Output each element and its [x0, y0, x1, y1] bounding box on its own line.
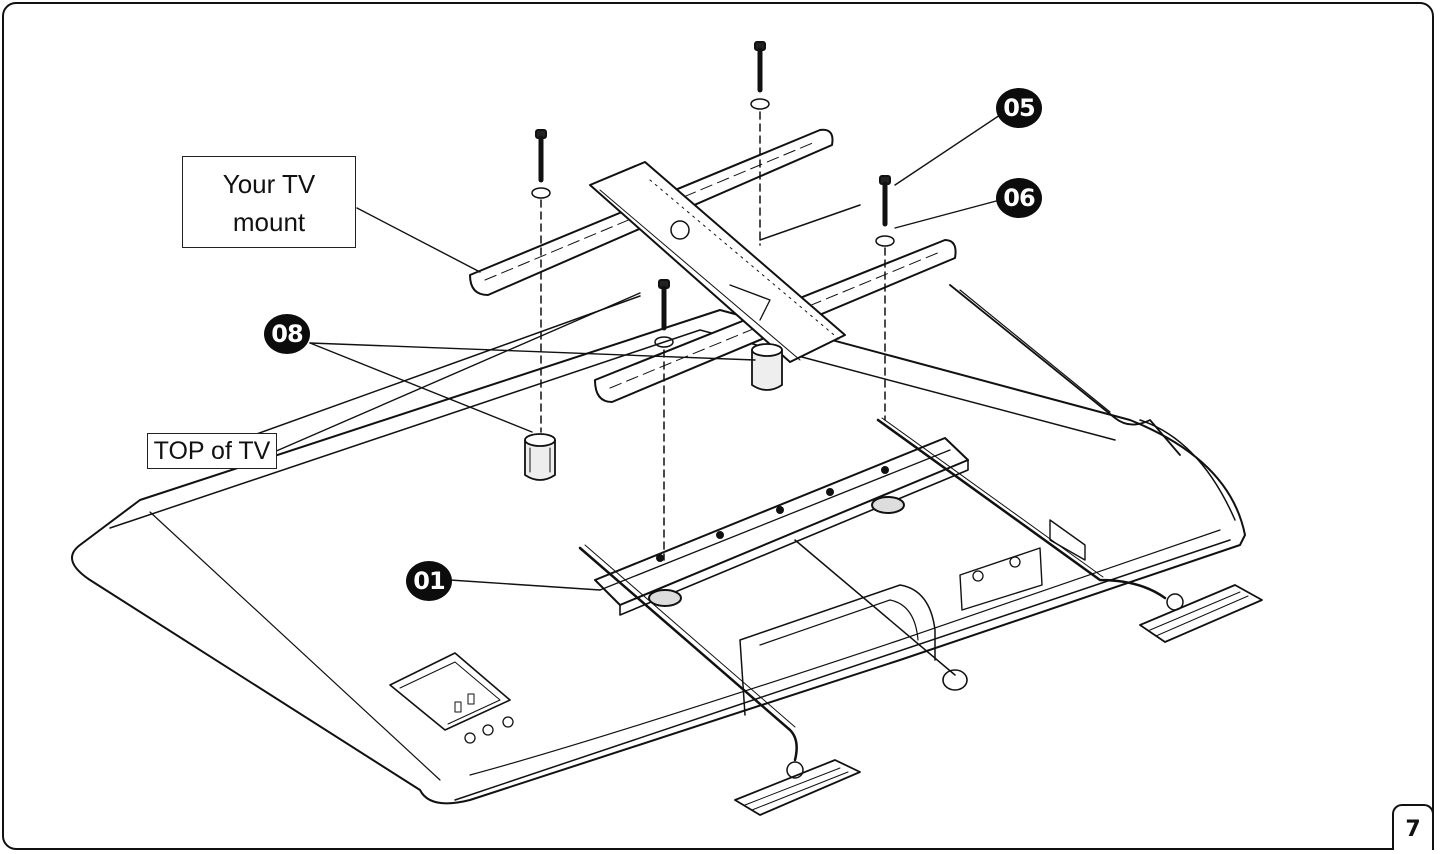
right-support-rod	[876, 417, 1263, 643]
callout-06: 06	[996, 178, 1042, 218]
screw-3	[875, 175, 895, 247]
leader-lines	[273, 114, 1001, 591]
alignment-lines	[540, 111, 886, 561]
callout-05: 05	[996, 88, 1042, 128]
tv-right-bevel	[949, 284, 1236, 561]
screw-4	[654, 279, 674, 348]
safety-cable	[794, 539, 968, 691]
tv-mount-label-line2: mount	[232, 207, 306, 237]
tv-recess	[739, 547, 1043, 716]
left-support-rod	[578, 544, 861, 816]
callout-01: 01	[406, 561, 452, 601]
tv-connector-box	[389, 652, 514, 744]
mount-plate-bottom	[594, 437, 969, 616]
callout-08: 08	[264, 314, 310, 354]
tv-mount-bracket	[469, 128, 957, 403]
page-number: 7	[1392, 804, 1434, 850]
spacer-08-a	[524, 433, 556, 481]
spacer-08-b	[751, 343, 783, 391]
screw-1	[531, 129, 551, 199]
tv-mount-label: Your TV mount	[182, 156, 356, 248]
top-of-tv-label: TOP of TV	[147, 433, 277, 469]
screw-2	[750, 41, 770, 110]
tv-mount-label-line1: Your TV	[222, 169, 316, 199]
